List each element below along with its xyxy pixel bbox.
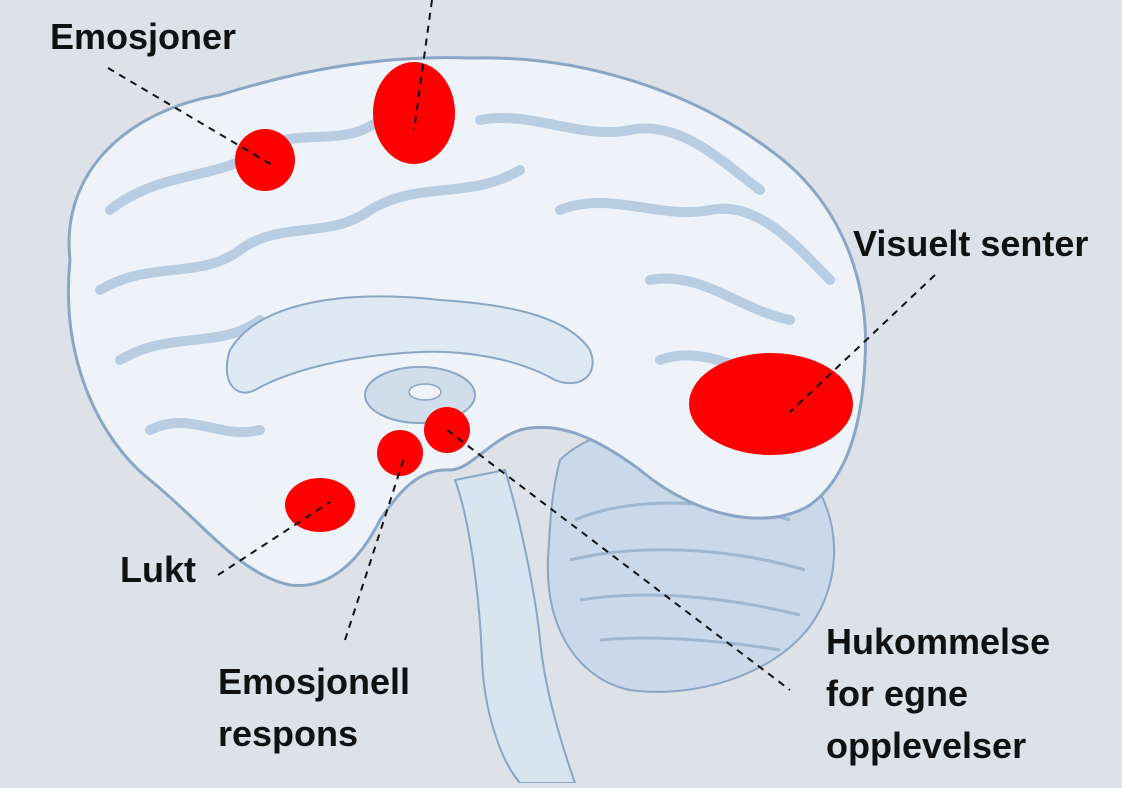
label-smell: Lukt: [120, 548, 196, 592]
label-memory-line1: Hukommelse: [826, 620, 1050, 664]
region-emotional-response: [377, 430, 423, 476]
label-memory-line2: for egne: [826, 672, 968, 716]
region-emotions: [235, 129, 295, 191]
label-emotions: Emosjoner: [50, 15, 236, 59]
region-visual-center: [689, 353, 853, 455]
label-visual-center: Visuelt senter: [853, 222, 1088, 266]
label-emotional-response-line1: Emosjonell: [218, 660, 410, 704]
region-top: [373, 62, 455, 164]
label-memory-line3: opplevelser: [826, 724, 1026, 768]
label-emotional-response-line2: respons: [218, 712, 358, 756]
